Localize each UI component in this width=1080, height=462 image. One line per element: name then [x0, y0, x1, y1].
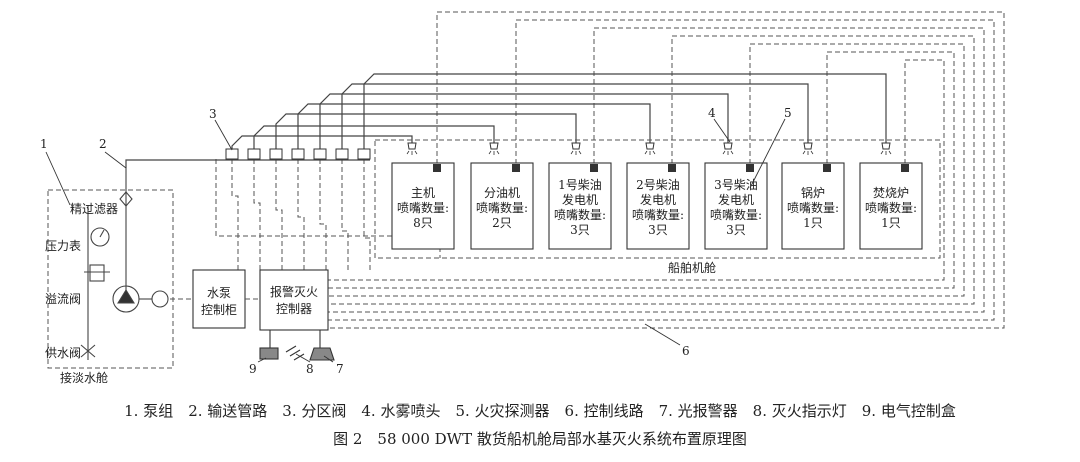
fire-detector-1 — [433, 164, 441, 172]
fine-filter-label: 精过滤器 — [70, 202, 118, 216]
indicator-light-icon — [285, 345, 305, 361]
delivery-pipes — [125, 73, 887, 168]
zone-valve-6 — [335, 148, 349, 160]
room-1-line-1: 主机 — [411, 186, 435, 200]
room-3-line-3: 喷嘴数量: — [554, 207, 606, 222]
fire-detectors — [433, 164, 909, 172]
pump-unit-box — [47, 189, 174, 369]
electrical-control-box-icon — [259, 347, 279, 360]
zone-valve-2 — [247, 148, 261, 160]
room-4-line-3: 喷嘴数量: — [632, 207, 684, 222]
room-2-line-1: 分油机 — [484, 186, 520, 200]
room-7-line-3: 1只 — [881, 216, 901, 230]
callouts — [45, 118, 786, 363]
callout-4: 4 — [708, 106, 716, 120]
room-5-line-4: 3只 — [726, 223, 746, 237]
pump-cabinet-line1: 水泵 — [207, 286, 231, 300]
water-mist-nozzle-3 — [571, 142, 581, 150]
figure-caption: 图 2 58 000 DWT 散货船机舱局部水基灭火系统布置原理图 — [333, 430, 747, 448]
room-3-line-1: 1号柴油 — [558, 178, 602, 192]
callout-9: 9 — [249, 362, 257, 376]
callout-3: 3 — [209, 107, 217, 121]
callout-7: 7 — [336, 362, 344, 376]
fresh-tank-label: 接淡水舱 — [60, 370, 108, 385]
fire-detector-7 — [901, 164, 909, 172]
room-1-line-2: 喷嘴数量: — [397, 200, 449, 215]
supply-valve-icon — [80, 344, 96, 358]
room-boxes: 主机喷嘴数量:8只分油机喷嘴数量:2只1号柴油发电机喷嘴数量:3只2号柴油发电机… — [391, 162, 923, 250]
pump-cabinet-line2: 控制柜 — [201, 303, 237, 317]
callout-8: 8 — [306, 362, 314, 376]
motor-icon — [151, 290, 169, 308]
room-3-line-4: 3只 — [570, 223, 590, 237]
callout-6: 6 — [682, 344, 690, 358]
zone-valves — [225, 148, 371, 160]
controller-peripherals — [259, 330, 335, 361]
engine-room-box — [374, 139, 941, 259]
legend: 1. 泵组 2. 输送管路 3. 分区阀 4. 水雾喷头 5. 火灾探测器 6.… — [124, 402, 956, 420]
room-4-line-4: 3只 — [648, 223, 668, 237]
pump-control-cabinet — [192, 269, 246, 329]
room-2-line-2: 喷嘴数量: — [476, 200, 528, 215]
zone-valve-4 — [291, 148, 305, 160]
alarm-extinguish-controller — [259, 269, 329, 331]
overflow-valve-label: 溢流阀 — [45, 292, 81, 306]
water-mist-nozzle-6 — [803, 142, 813, 150]
room-5-line-1: 3号柴油 — [714, 178, 758, 192]
fire-detector-5 — [746, 164, 754, 172]
optical-alarm-icon — [309, 347, 335, 361]
zone-valve-3 — [269, 148, 283, 160]
pressure-gauge-icon — [90, 227, 110, 247]
fire-detector-3 — [590, 164, 598, 172]
room-7-line-2: 喷嘴数量: — [865, 200, 917, 215]
fire-detector-6 — [823, 164, 831, 172]
water-mist-nozzle-7 — [881, 142, 891, 150]
engine-room-label: 船舶机舱 — [668, 260, 716, 275]
room-6-line-3: 1只 — [803, 216, 823, 230]
supply-valve-label: 供水阀 — [45, 346, 81, 360]
pressure-gauge-label: 压力表 — [45, 239, 81, 253]
water-mist-nozzle-4 — [645, 142, 655, 150]
callout-1: 1 — [40, 137, 48, 151]
room-4-line-1: 2号柴油 — [636, 178, 680, 192]
fire-detector-4 — [668, 164, 676, 172]
overflow-valve-icon — [89, 264, 105, 282]
callout-2: 2 — [99, 137, 107, 151]
water-mist-nozzle-2 — [489, 142, 499, 150]
water-mist-nozzle-1 — [407, 142, 417, 150]
room-1-line-3: 8只 — [413, 216, 433, 230]
zone-valve-1 — [225, 148, 239, 160]
room-6-line-1: 锅炉 — [801, 185, 825, 200]
zone-valve-5 — [313, 148, 327, 160]
callout-5: 5 — [784, 106, 792, 120]
fire-detector-2 — [512, 164, 520, 172]
room-6-line-2: 喷嘴数量: — [787, 200, 839, 215]
room-3-line-2: 发电机 — [562, 192, 598, 207]
room-4-line-2: 发电机 — [640, 192, 676, 207]
room-2-line-3: 2只 — [492, 216, 512, 230]
nozzles — [406, 142, 892, 155]
room-5-line-2: 发电机 — [718, 192, 754, 207]
zone-valve-7 — [357, 148, 371, 160]
alarm-ctrl-line1: 报警灭火 — [270, 284, 318, 299]
pump-unit-internals — [80, 168, 169, 360]
room-7-line-1: 焚烧炉 — [873, 186, 909, 200]
water-mist-nozzle-5 — [723, 142, 733, 150]
alarm-ctrl-line2: 控制器 — [276, 302, 312, 316]
room-5-line-3: 喷嘴数量: — [710, 207, 762, 222]
